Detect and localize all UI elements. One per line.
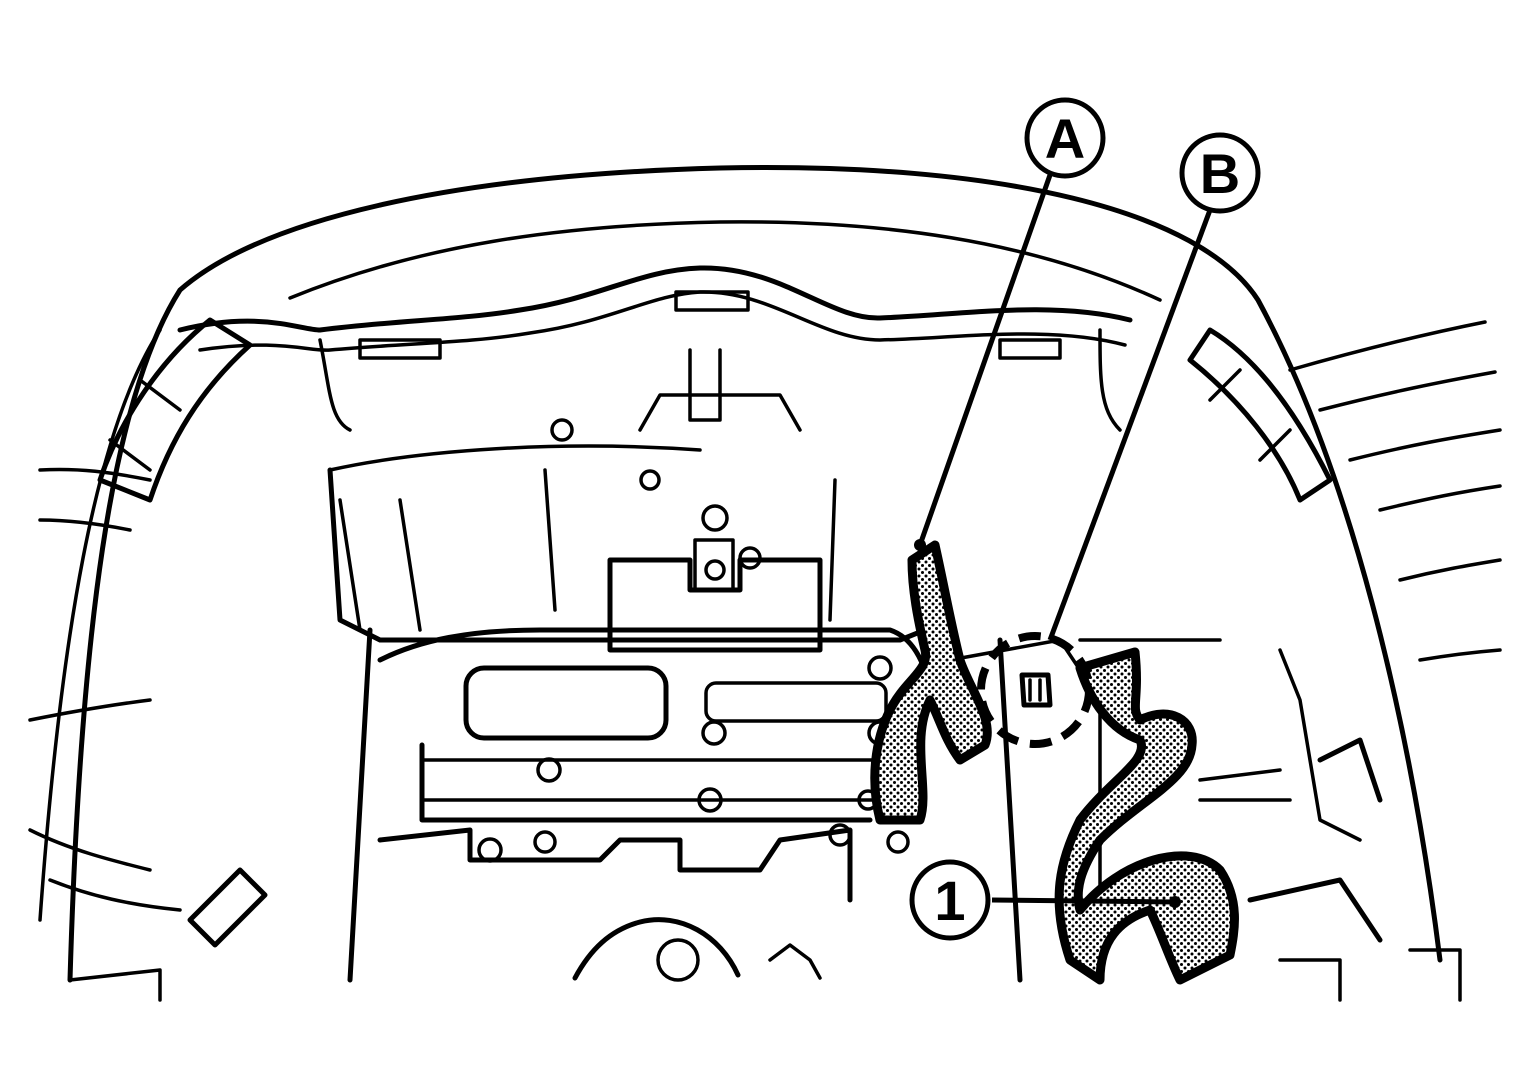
leader-lines (914, 174, 1213, 908)
callout-a-label: A (1045, 107, 1085, 170)
leader-b (1047, 209, 1213, 641)
callout-a: A (1024, 97, 1106, 179)
callout-b: B (1179, 132, 1261, 214)
vehicle-body (28, 165, 1502, 983)
dashed-circle-icon (977, 632, 1093, 748)
leader-1 (991, 897, 1176, 905)
stippled-hose (870, 540, 1239, 985)
callout-1: 1 (909, 859, 991, 941)
engine-undercarriage (68, 348, 1462, 1002)
leader-a-dot (914, 539, 926, 551)
callout-b-label: B (1200, 142, 1240, 205)
leader-1-dot (1169, 896, 1181, 908)
callout-1-label: 1 (934, 869, 965, 932)
leader-a (917, 174, 1053, 546)
